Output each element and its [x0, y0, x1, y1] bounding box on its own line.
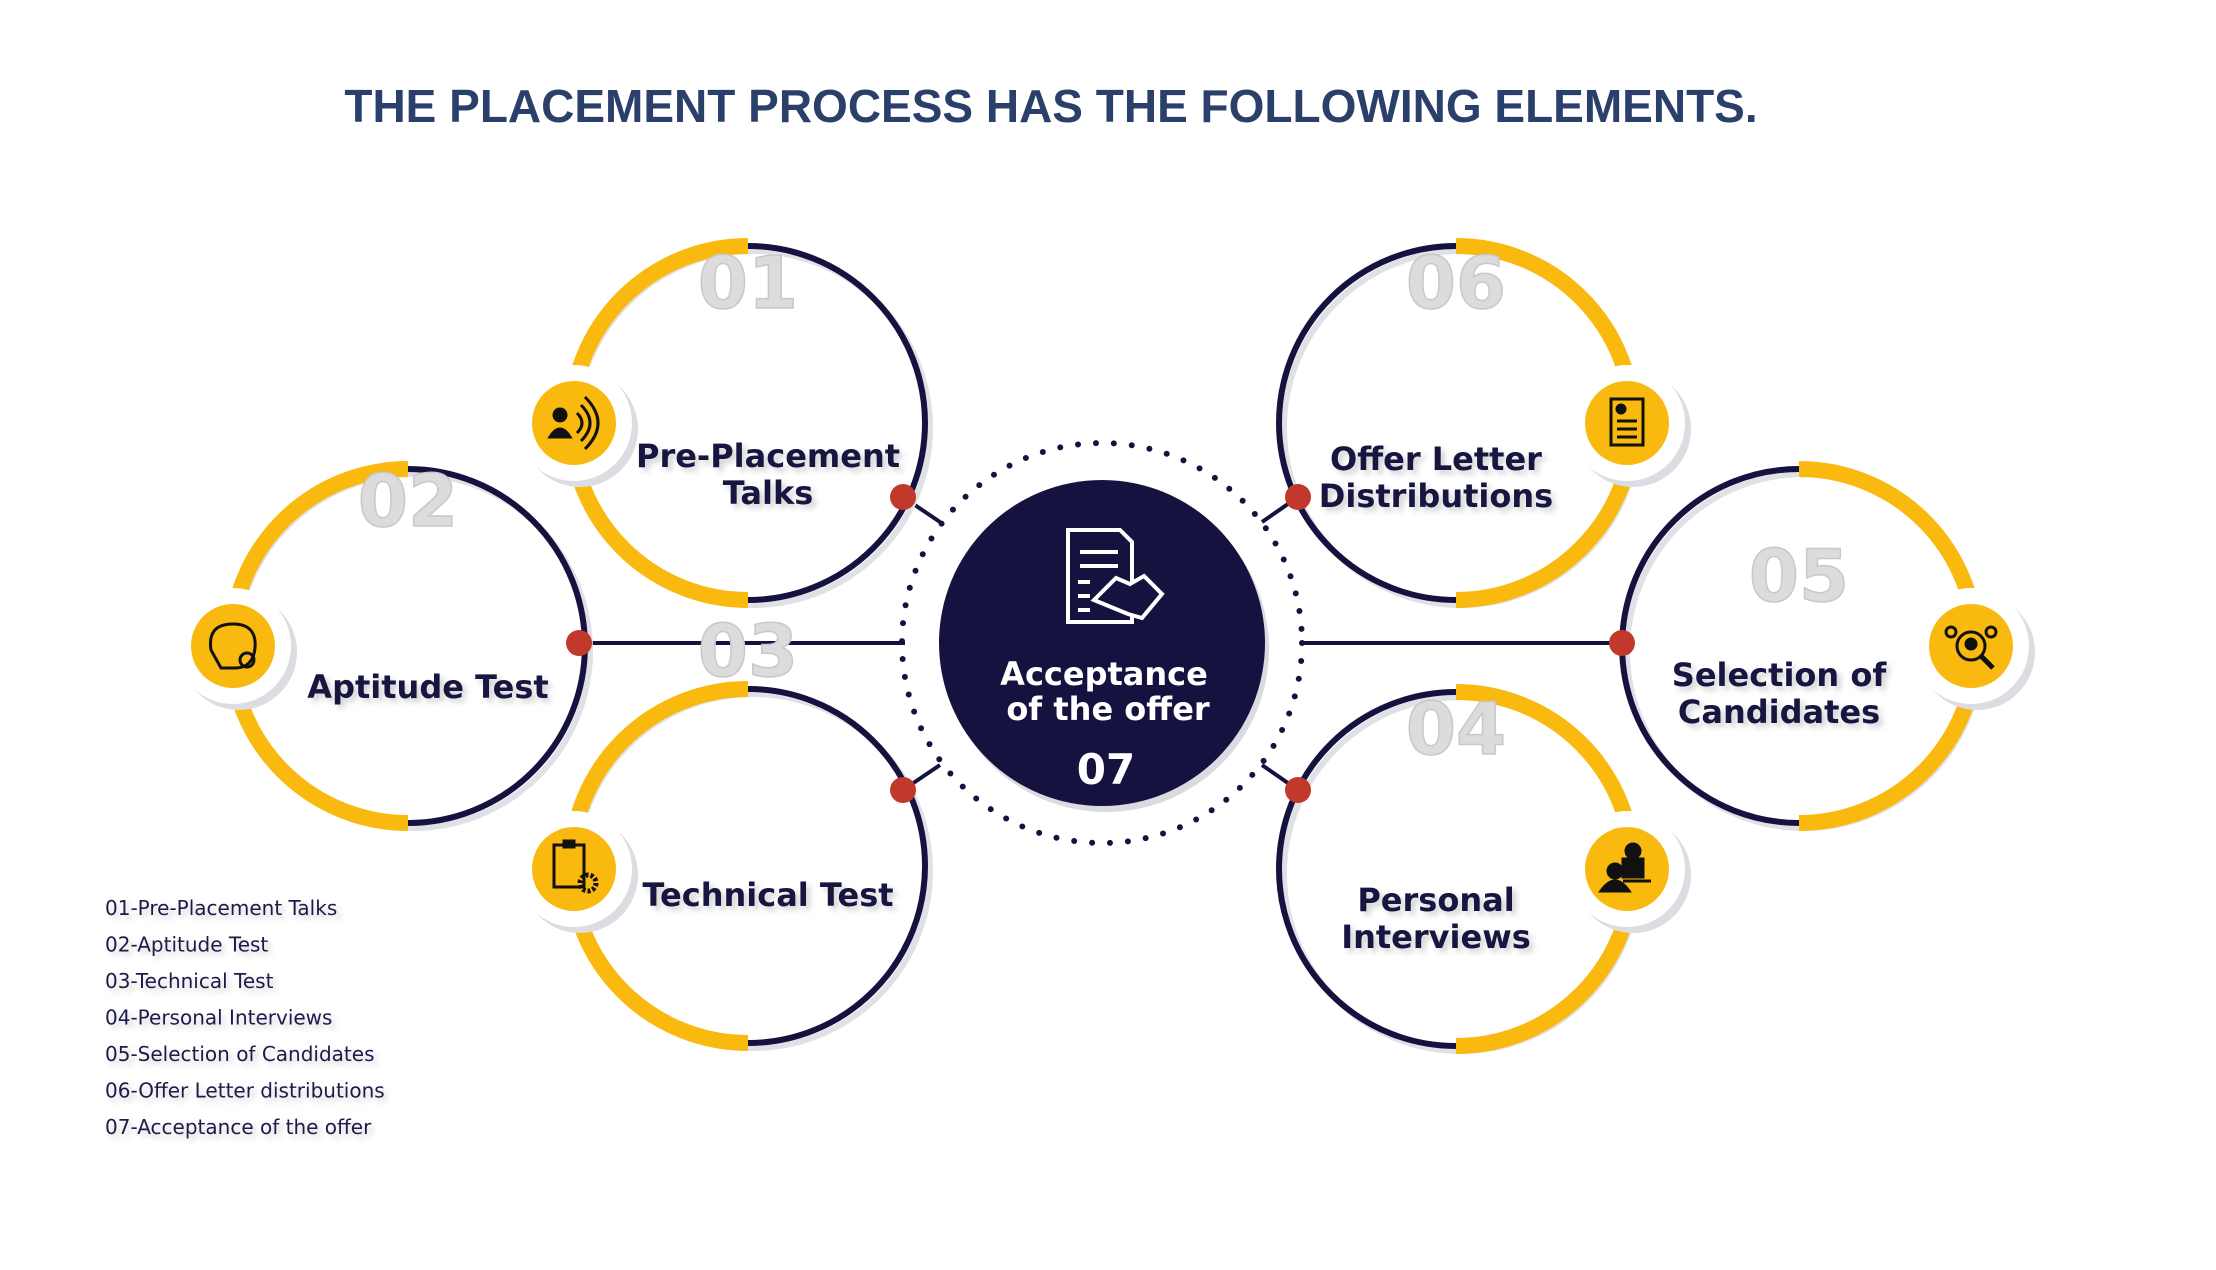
clipboard-gear-icon	[516, 811, 638, 933]
step-label-line1: Selection of	[1672, 656, 1888, 694]
interview-icon	[1569, 811, 1691, 933]
step-label-line1: Aptitude Test	[307, 668, 548, 706]
dotted-ring	[899, 440, 1305, 846]
step-label-line2: Candidates	[1678, 693, 1880, 731]
center-circle	[939, 480, 1265, 806]
legend-item: 07-Acceptance of the offer	[105, 1115, 372, 1139]
brain-icon	[175, 588, 297, 710]
step-number: 01	[698, 241, 798, 325]
center-node: Acceptance of the offer 07	[899, 440, 1305, 846]
connector-dot	[566, 630, 592, 656]
connector-dot	[1285, 484, 1311, 510]
step-number: 04	[1406, 687, 1506, 771]
page-title: THE PLACEMENT PROCESS HAS THE FOLLOWING …	[344, 80, 1757, 132]
connector-dot	[890, 484, 916, 510]
step-number: 03	[698, 609, 798, 693]
step-label-line2: Interviews	[1341, 918, 1531, 956]
legend-item: 06-Offer Letter distributions	[105, 1079, 385, 1103]
ring-arc-navy	[1276, 689, 1457, 1049]
legend-item: 05-Selection of Candidates	[105, 1042, 375, 1066]
step-label-line1: Pre-Placement	[636, 437, 900, 475]
connector-dot	[890, 777, 916, 803]
step-label-line1: Technical Test	[642, 876, 893, 914]
legend-item: 04-Personal Interviews	[105, 1006, 332, 1030]
speaker-person-icon	[516, 365, 638, 487]
connector-dot	[1609, 630, 1635, 656]
center-label-line2: of the offer	[1006, 690, 1210, 728]
legend: 01-Pre-Placement Talks 02-Aptitude Test 03…	[105, 896, 385, 1139]
center-number: 07	[1077, 745, 1135, 794]
step-number: 06	[1406, 241, 1506, 325]
candidate-search-icon	[1913, 588, 2035, 710]
document-icon	[1569, 365, 1691, 487]
connector-dot	[1285, 777, 1311, 803]
step-number: 05	[1749, 534, 1849, 618]
legend-item: 02-Aptitude Test	[105, 933, 268, 957]
ring-arc-navy	[1276, 243, 1457, 603]
step-label-line2: Distributions	[1319, 477, 1553, 515]
step-label-line2: Talks	[723, 474, 814, 512]
legend-item: 01-Pre-Placement Talks	[105, 896, 337, 920]
step-number: 02	[358, 459, 458, 543]
ring-arc-navy	[747, 686, 928, 1046]
ring-arc-navy	[1619, 466, 1800, 826]
ring-arc-navy	[747, 243, 928, 603]
step-label-line1: Personal	[1357, 881, 1514, 919]
contract-handshake-icon	[1066, 528, 1165, 624]
step-label-line1: Offer Letter	[1330, 440, 1542, 478]
center-label-line1: Acceptance	[1000, 655, 1208, 693]
legend-item: 03-Technical Test	[105, 969, 274, 993]
